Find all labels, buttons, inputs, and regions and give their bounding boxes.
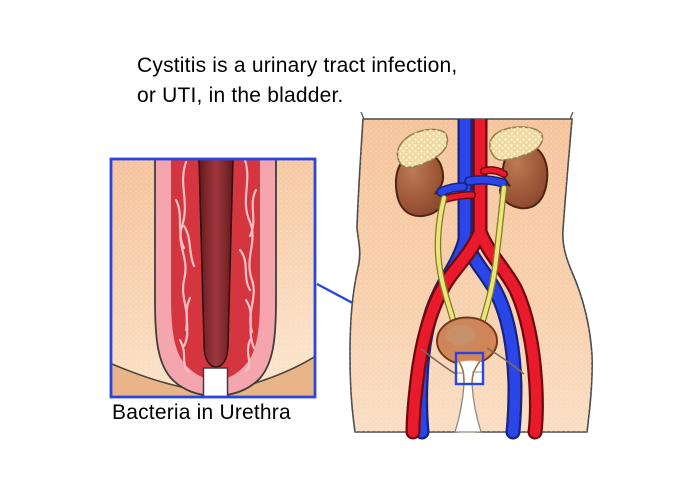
inset-border [109, 157, 317, 399]
renal-vessels [436, 166, 508, 203]
bladder [436, 316, 498, 366]
urethra-channel [454, 383, 482, 433]
inset-caption: Bacteria in Urethra [112, 401, 291, 424]
title-line-1: Cystitis is a urinary tract infection, [137, 54, 458, 77]
kidney-right [498, 142, 549, 210]
adrenal-gland-right [489, 126, 544, 161]
bladder-neck-funnel [456, 360, 483, 385]
tissue-vessel-streaks [174, 160, 258, 374]
urethra-highlight-box [454, 351, 485, 386]
adrenal-gland-left [396, 128, 449, 169]
urethral-opening [202, 367, 229, 396]
ureters [434, 184, 508, 324]
groin-crease-right [486, 347, 525, 375]
page-title: Cystitis is a urinary tract infection, o… [137, 51, 457, 111]
torso-corner-ticks [360, 111, 574, 120]
title-line-2: or UTI, in the bladder. [137, 84, 344, 107]
urethra-lumen [198, 160, 234, 368]
urethra-inset-figure [112, 160, 314, 396]
aorta [405, 119, 544, 440]
torso-figure [349, 111, 593, 440]
groin-crease-left [420, 348, 457, 375]
